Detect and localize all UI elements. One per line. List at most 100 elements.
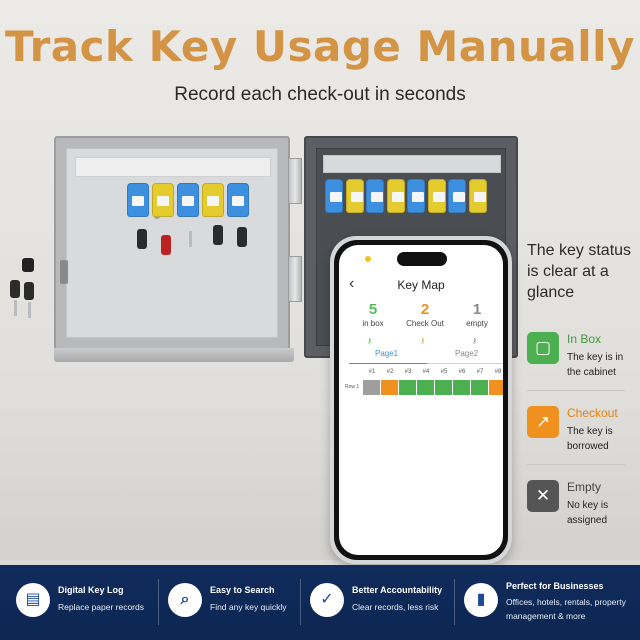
key-icon: ⚷ <box>472 338 478 345</box>
slot-cell-inbox[interactable] <box>453 380 470 395</box>
key-tag <box>152 183 174 217</box>
document-icon: ▤ <box>16 583 50 617</box>
divider <box>527 464 625 465</box>
cabinet-interior <box>66 148 278 338</box>
key-tag <box>448 179 466 213</box>
stat-check-out: 2 Check Out <box>399 301 451 328</box>
tab-page2[interactable]: Page2 <box>455 349 479 358</box>
car-key-fob <box>161 235 171 255</box>
tab-page1[interactable]: Page1 <box>375 349 399 358</box>
feature-title: Perfect for Businesses <box>506 581 604 591</box>
feature-title: Digital Key Log <box>58 585 124 595</box>
stat-value: 2 <box>420 301 430 318</box>
car-key-fob <box>213 225 223 245</box>
key-tag <box>127 183 149 217</box>
key-tag <box>345 179 364 213</box>
feature-digital-key-log: ▤ Digital Key Log Replace paper records <box>16 581 156 625</box>
page-tabs: Page1 Page2 <box>349 349 503 365</box>
car-key-fob <box>137 229 147 249</box>
stat-label: in box <box>362 319 384 328</box>
column-header: #6 <box>458 369 466 375</box>
lock-key <box>22 258 34 272</box>
external-link-icon: ↗ <box>527 406 559 438</box>
status-dot-icon <box>365 256 371 262</box>
phone-bezel: ‹ Key Map 5 in box 2 Check Out 1 empty ⚷… <box>334 240 508 560</box>
slot-cell-checkout[interactable] <box>489 380 503 395</box>
feature-desc: Offices, hotels, rentals, property manag… <box>506 597 626 621</box>
slot-cell-inbox[interactable] <box>435 380 452 395</box>
cabinet-bottom <box>54 348 294 362</box>
active-tab-indicator <box>349 363 427 364</box>
bar-chart-icon: ▮ <box>464 583 498 617</box>
row-label: Row 1 <box>345 384 360 390</box>
search-icon: ⌕ <box>168 583 202 617</box>
column-header: #1 <box>368 369 376 375</box>
slot-column-headers: #1 #2 #3 #4 #5 #6 #7 #8 <box>363 369 503 379</box>
app-screen: ‹ Key Map 5 in box 2 Check Out 1 empty ⚷… <box>339 245 503 555</box>
cabinet-key-tags <box>127 183 252 217</box>
legend-desc: The key is borrowed <box>567 426 613 452</box>
key-tag <box>366 179 384 213</box>
key-tag <box>386 179 405 213</box>
tab-divider <box>427 363 503 364</box>
stat-in-box: 5 in box <box>347 301 399 328</box>
lock-key <box>24 282 34 300</box>
stat-value: 5 <box>368 301 378 318</box>
feature-accountability: ✓ Better Accountability Clear records, l… <box>310 581 450 625</box>
key-tag <box>468 179 487 213</box>
box-icon: ▢ <box>527 332 559 364</box>
key-cabinet <box>54 136 294 362</box>
key-blade <box>189 231 192 247</box>
footer-divider <box>300 579 301 625</box>
key-tag <box>177 183 199 217</box>
footer-divider <box>158 579 159 625</box>
key-tag <box>227 183 249 217</box>
key-icon: ⚷ <box>420 338 426 345</box>
feature-footer: ▤ Digital Key Log Replace paper records … <box>0 565 640 640</box>
column-header: #3 <box>404 369 412 375</box>
subheadline: Record each check-out in seconds <box>174 84 466 105</box>
footer-divider <box>454 579 455 625</box>
cabinet-label-bar <box>75 157 271 177</box>
column-header: #8 <box>494 369 502 375</box>
door-label-bar <box>323 155 501 173</box>
legend-desc: No key is assigned <box>567 500 609 526</box>
stat-value: 1 <box>472 301 482 318</box>
slot-cell-empty[interactable] <box>363 380 380 395</box>
slot-cell-checkout[interactable] <box>381 380 398 395</box>
feature-desc: Replace paper records <box>58 602 144 612</box>
legend-desc: The key is in the cabinet <box>567 352 624 378</box>
lock-key <box>10 280 20 298</box>
feature-title: Easy to Search <box>210 585 275 595</box>
feature-easy-search: ⌕ Easy to Search Find any key quickly <box>168 581 298 625</box>
key-tag <box>407 179 425 213</box>
key-blade <box>14 300 17 316</box>
dynamic-island <box>397 252 447 266</box>
key-icon: ⚷ <box>367 338 373 345</box>
cabinet-lock <box>60 260 68 284</box>
column-header: #2 <box>386 369 394 375</box>
key-tag <box>325 179 343 213</box>
key-tag <box>202 183 224 217</box>
feature-businesses: ▮ Perfect for Businesses Offices, hotels… <box>464 581 636 625</box>
legend-heading: The key status is clear at a glance <box>527 242 632 301</box>
legend-name: In Box <box>567 332 602 346</box>
smartphone: ‹ Key Map 5 in box 2 Check Out 1 empty ⚷… <box>330 236 512 564</box>
feature-desc: Find any key quickly <box>210 602 287 612</box>
door-key-tags <box>325 179 489 213</box>
stat-label: Check Out <box>406 319 444 328</box>
slot-cell-inbox[interactable] <box>399 380 416 395</box>
slot-cell-inbox[interactable] <box>471 380 488 395</box>
legend-name: Checkout <box>567 406 618 420</box>
car-key-fob <box>237 227 247 247</box>
legend-name: Empty <box>567 480 602 494</box>
column-header: #5 <box>440 369 448 375</box>
shield-check-icon: ✓ <box>310 583 344 617</box>
column-header: #7 <box>476 369 484 375</box>
chevron-left-icon[interactable]: ‹ <box>349 275 355 292</box>
slot-cell-inbox[interactable] <box>417 380 434 395</box>
stat-empty: 1 empty <box>451 301 503 328</box>
stat-label: empty <box>466 319 488 328</box>
key-blade <box>28 302 31 318</box>
screen-title: Key Map <box>397 278 445 292</box>
